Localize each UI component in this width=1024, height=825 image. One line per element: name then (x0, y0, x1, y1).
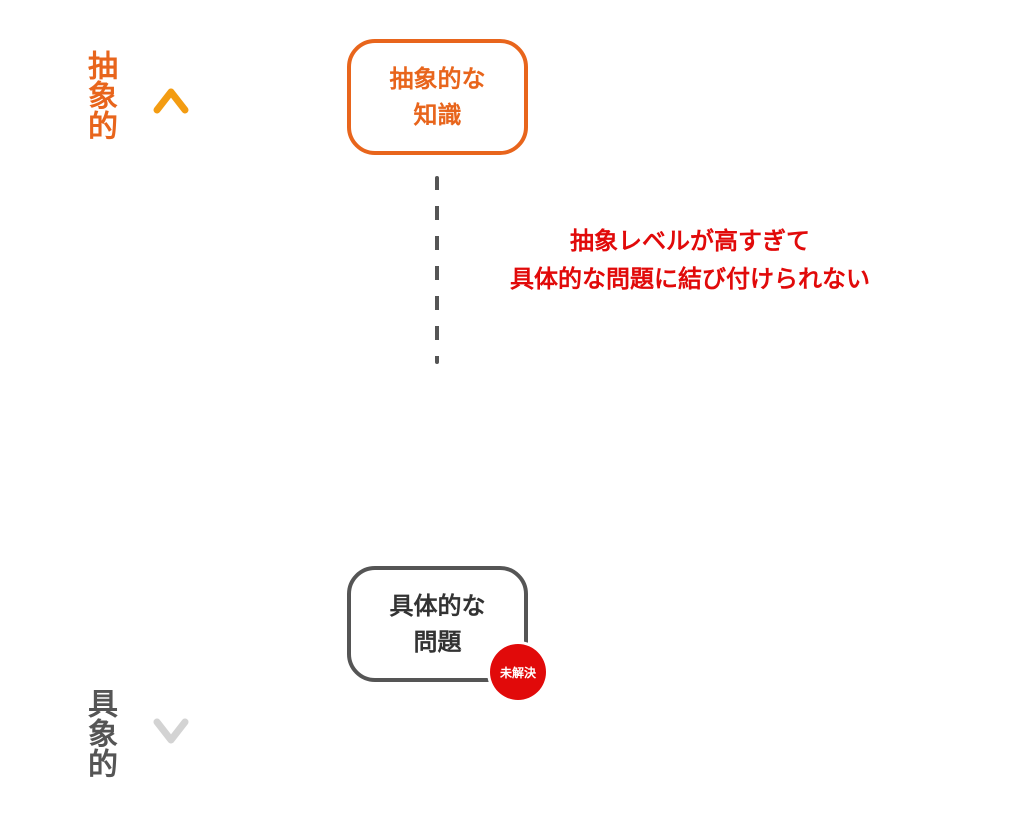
axis-arrowhead-down-icon (153, 718, 189, 744)
dashed-connector (435, 176, 439, 364)
gap-annotation: 抽象レベルが高すぎて 具体的な問題に結び付けられない (470, 222, 910, 298)
concrete-problem-node: 具体的な 問題 (347, 566, 528, 682)
concrete-problem-label: 具体的な 問題 (389, 592, 486, 656)
abstract-knowledge-node: 抽象的な 知識 (347, 39, 528, 155)
axis-arrowhead-up-icon (153, 88, 189, 114)
abstract-knowledge-label: 抽象的な 知識 (389, 65, 486, 129)
annotation-line-2: 具体的な問題に結び付けられない (510, 265, 870, 293)
unresolved-badge: 未解決 (490, 644, 546, 700)
axis-top-label: 抽象的 (82, 50, 117, 140)
axis-bottom-label: 具象的 (82, 688, 117, 778)
annotation-line-1: 抽象レベルが高すぎて (570, 227, 810, 255)
